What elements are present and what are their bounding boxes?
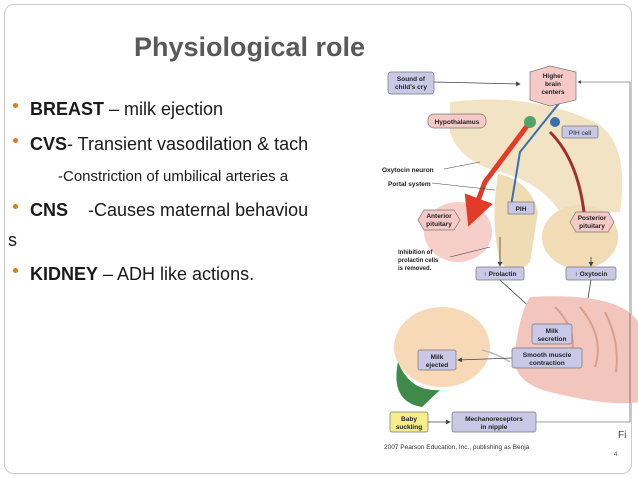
sub-bullet-umbilical: -Constriction of umbilical arteries a — [58, 168, 289, 185]
pih-axon — [509, 101, 561, 213]
svg-text:Higher: Higher — [543, 73, 564, 80]
svg-text:in nipple: in nipple — [481, 424, 508, 431]
oxytocin-neuron-label: Oxytocin neuron — [382, 167, 434, 174]
anterior-pituitary-box: Anterior pituitary — [417, 209, 461, 231]
svg-text:prolactin cells: prolactin cells — [398, 258, 439, 264]
svg-text:Smooth muscle: Smooth muscle — [523, 352, 572, 359]
svg-text:Milk: Milk — [546, 328, 559, 335]
svg-text:PIH: PIH — [516, 206, 527, 213]
bullet-cvs: CVS- Transient vasodilation & tach — [10, 134, 308, 155]
bullet-text: -Causes maternal behaviou — [68, 200, 309, 220]
bullet-text: – milk ejection — [104, 99, 224, 119]
milk-ejected-box: Milk ejected — [417, 349, 457, 371]
svg-text:Posterior: Posterior — [578, 215, 607, 222]
page-number: 4 — [614, 452, 618, 458]
baby-clothing — [396, 362, 440, 407]
bullet-dot-icon — [10, 138, 24, 150]
smooth-muscle-box: Smooth muscle contraction — [511, 347, 583, 369]
baby-suckling-box: Baby suckling — [389, 411, 429, 433]
svg-text:pituitary: pituitary — [579, 223, 605, 230]
pih-box: PIH — [507, 201, 535, 215]
figure-tag: Fi — [618, 430, 626, 441]
oxytocin-neuron-axon — [464, 120, 532, 227]
svg-text:↑ Prolactin: ↑ Prolactin — [484, 271, 517, 278]
svg-text:Sound of: Sound of — [397, 76, 426, 83]
bullet-cns-wrap: s — [8, 230, 17, 250]
slide-title: Physiological role — [134, 32, 366, 62]
svg-text:centers: centers — [541, 89, 565, 96]
svg-text:pituitary: pituitary — [426, 221, 452, 228]
milk-secretion-box: Milk secretion — [531, 323, 573, 345]
svg-text:Hypothalamus: Hypothalamus — [435, 119, 480, 126]
prolactin-box: ↑ Prolactin — [475, 266, 525, 281]
inhibition-removed-note: Inhibition of prolactin cells is removed… — [398, 250, 439, 272]
svg-text:Baby: Baby — [401, 416, 417, 423]
pih-cell-body — [550, 117, 560, 127]
bullet-text: - Transient vasodilation & tach — [67, 134, 309, 154]
portal-system-label: Portal system — [388, 181, 431, 188]
bullet-cns: CNS -Causes maternal behaviou — [10, 200, 308, 221]
svg-text:suckling: suckling — [396, 424, 422, 431]
oxytocin-cell-body — [524, 116, 536, 128]
svg-text:secretion: secretion — [538, 336, 567, 343]
bullet-term: CVS — [30, 134, 68, 154]
hypothalamus-box: Hypothalamus — [427, 113, 487, 129]
svg-text:Inhibition of: Inhibition of — [398, 250, 433, 256]
bullet-dot-icon — [10, 103, 24, 115]
svg-text:↑ Oxytocin: ↑ Oxytocin — [575, 271, 608, 278]
mechanoreceptors-box: Mechanoreceptors in nipple — [451, 411, 537, 433]
bullet-text: – ADH like actions. — [98, 264, 255, 284]
bullet-dot-icon — [10, 268, 24, 280]
posterior-pituitary-box: Posterior pituitary — [569, 211, 615, 233]
bullet-term: BREAST — [30, 99, 105, 119]
pituitary-stalk — [494, 174, 538, 270]
bullet-term: CNS — [30, 200, 69, 220]
oxytocin-box: ↑ Oxytocin — [565, 266, 617, 281]
pih-cell-label: PIH cell — [561, 125, 599, 139]
svg-text:Anterior: Anterior — [426, 213, 452, 220]
bullet-kidney: KIDNEY – ADH like actions. — [10, 264, 254, 285]
baby-head — [394, 307, 490, 387]
svg-text:ejected: ejected — [426, 362, 448, 369]
svg-text:child's cry: child's cry — [395, 84, 427, 91]
svg-text:contraction: contraction — [529, 360, 564, 367]
oxytocin-axon-posterior — [548, 130, 587, 223]
svg-text:PIH cell: PIH cell — [569, 130, 592, 137]
bullet-breast: BREAST – milk ejection — [10, 99, 223, 120]
svg-text:brain: brain — [545, 81, 561, 88]
higher-brain-centers-box: Higher brain centers — [529, 65, 577, 107]
bullet-term: KIDNEY — [30, 264, 99, 284]
bullet-dot-icon — [10, 204, 24, 216]
figure-credit: 2007 Pearson Education, Inc., publishing… — [384, 444, 530, 451]
svg-text:Mechanoreceptors: Mechanoreceptors — [465, 416, 523, 423]
oxytocin-pathway-figure: Sound of child's cry Higher brain center… — [380, 62, 638, 462]
sound-of-cry-box: Sound of child's cry — [387, 71, 435, 95]
svg-text:is removed.: is removed. — [398, 266, 432, 272]
svg-text:Milk: Milk — [431, 354, 444, 361]
